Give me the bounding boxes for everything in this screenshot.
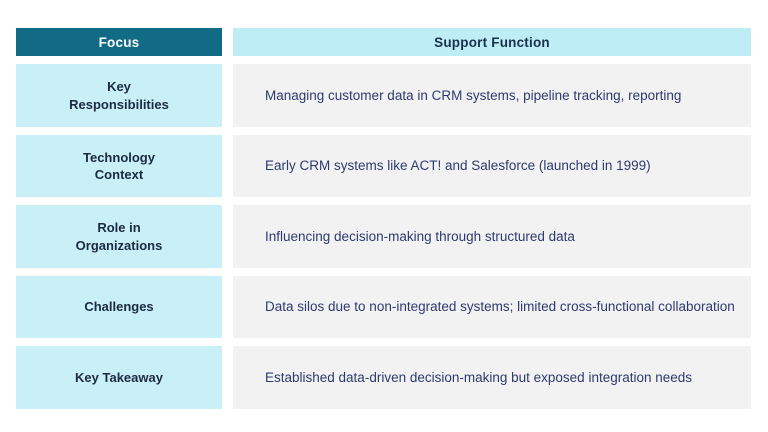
row-focus-role-in-organizations: Role in Organizations <box>16 205 222 268</box>
column-gap <box>222 205 233 268</box>
column-gap <box>222 64 233 127</box>
row-support-text: Influencing decision-making through stru… <box>265 228 575 244</box>
column-header-support-function-label: Support Function <box>434 34 550 50</box>
row-focus-label: Challenges <box>84 299 154 315</box>
row-focus-label: Technology Context <box>83 149 155 183</box>
row-support-text: Early CRM systems like ACT! and Salesfor… <box>265 158 651 174</box>
row-focus-technology-context: Technology Context <box>16 134 222 198</box>
column-header-focus: Focus <box>16 28 222 57</box>
table-row: Key Takeaway Established data-driven dec… <box>16 346 751 409</box>
table-row: Key Responsibilities Managing customer d… <box>16 64 751 127</box>
table-row: Role in Organizations Influencing decisi… <box>16 205 751 268</box>
row-focus-label: Key Responsibilities <box>69 79 169 112</box>
column-gap <box>222 276 233 339</box>
row-support-key-responsibilities: Managing customer data in CRM systems, p… <box>233 64 751 127</box>
row-support-key-takeaway: Established data-driven decision-making … <box>233 346 751 409</box>
row-focus-key-takeaway: Key Takeaway <box>16 346 222 409</box>
row-focus-challenges: Challenges <box>16 275 222 339</box>
row-focus-label: Role in Organizations <box>75 220 163 253</box>
row-support-technology-context: Early CRM systems like ACT! and Salesfor… <box>233 134 751 198</box>
row-support-role-in-organizations: Influencing decision-making through stru… <box>233 205 751 268</box>
row-support-text: Established data-driven decision-making … <box>265 369 693 385</box>
table-row: Challenges Data silos due to non-integra… <box>16 275 751 339</box>
table-header-row: Focus Support Function <box>16 28 751 57</box>
column-gap <box>222 346 233 409</box>
column-gap <box>222 135 233 198</box>
row-focus-label: Key Takeaway <box>75 369 163 385</box>
table-row: Technology Context Early CRM systems lik… <box>16 134 751 198</box>
row-support-text: Data silos due to non-integrated systems… <box>265 299 735 315</box>
row-focus-key-responsibilities: Key Responsibilities <box>16 64 222 127</box>
column-header-support-function: Support Function <box>233 28 751 57</box>
row-support-text: Managing customer data in CRM systems, p… <box>265 87 682 103</box>
column-header-focus-label: Focus <box>98 34 140 50</box>
column-gap <box>222 28 233 56</box>
comparison-table: Focus Support Function Key Responsibilit… <box>16 28 751 409</box>
row-support-challenges: Data silos due to non-integrated systems… <box>233 275 751 339</box>
